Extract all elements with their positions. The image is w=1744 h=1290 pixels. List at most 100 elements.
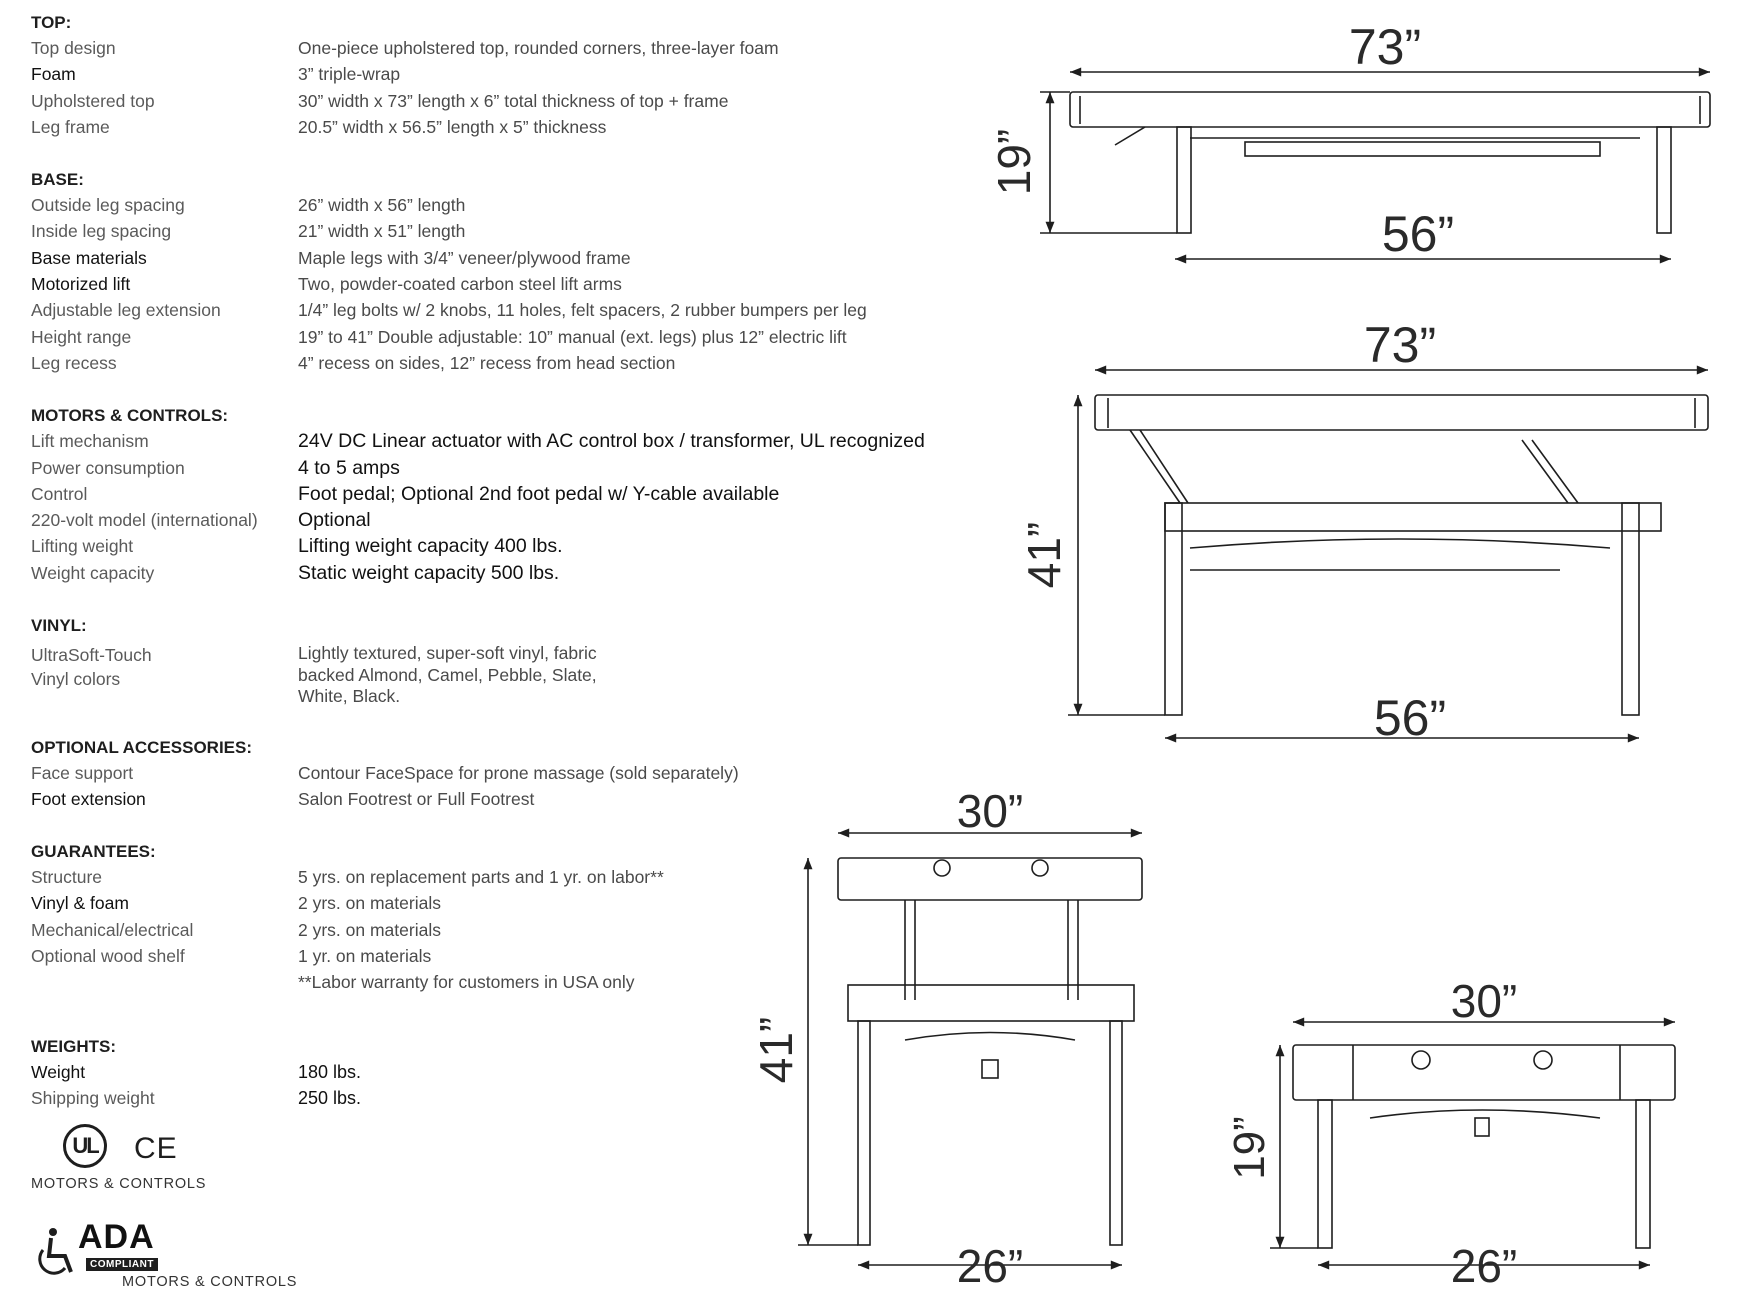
- spec-row: Vinyl & foam 2 yrs. on materials: [31, 890, 981, 916]
- ada-logo-text: ADA: [78, 1218, 155, 1256]
- spec-value-line: backed Almond, Camel, Pebble, Slate,: [298, 664, 597, 685]
- ul-logo: UL: [63, 1124, 107, 1168]
- spec-row: Structure 5 yrs. on replacement parts and…: [31, 864, 981, 890]
- spec-value: 2 yrs. on materials: [298, 893, 441, 914]
- spec-value: Optional: [298, 509, 371, 532]
- spec-label: Optional wood shelf: [31, 946, 185, 967]
- spec-row: Height range 19” to 41” Double adjustable…: [31, 324, 981, 350]
- side-view-low-drawing: [1040, 67, 1711, 264]
- spec-row: Power consumption 4 to 5 amps: [31, 455, 981, 481]
- spec-value: 30” width x 73” length x 6” total thickn…: [298, 90, 729, 111]
- spec-value: Two, powder-coated carbon steel lift arm…: [298, 274, 622, 295]
- spec-label: Foot extension: [31, 788, 146, 809]
- section-title: VINYL:: [31, 616, 87, 636]
- dimension-label-width: 30”: [1451, 975, 1517, 1027]
- spec-label: Leg recess: [31, 352, 117, 373]
- spec-value: Maple legs with 3/4” veneer/plywood fram…: [298, 247, 631, 268]
- spec-value: 3” triple-wrap: [298, 64, 401, 85]
- spec-label: UltraSoft-Touch: [31, 645, 152, 666]
- dimension-label-length: 73”: [1364, 317, 1436, 373]
- section-title: OPTIONAL ACCESSORIES:: [31, 737, 253, 757]
- dimension-label-width: 30”: [957, 785, 1023, 837]
- spec-value: Foot pedal; Optional 2nd foot pedal w/ Y…: [298, 482, 780, 505]
- spec-label: Inside leg spacing: [31, 221, 172, 242]
- spec-label: Height range: [31, 326, 132, 347]
- spec-label: Foam: [31, 64, 76, 85]
- spec-row: Foot extension Salon Footrest or Full Foo…: [31, 786, 981, 812]
- section-weights: WEIGHTS: Weight 180 lbs. Shipping weight 2…: [31, 1034, 981, 1112]
- spec-value-line: Lightly textured, super-soft vinyl, fabr…: [298, 643, 597, 664]
- dimension-label-leg-span: 56”: [1374, 690, 1446, 746]
- spec-row: Mechanical/electrical 2 yrs. on materials: [31, 917, 981, 943]
- ce-mark: CE: [134, 1132, 178, 1165]
- end-view-low-drawing: [1270, 1017, 1676, 1270]
- spec-row: 220-volt model (international) Optional: [31, 507, 981, 533]
- spec-row: Base materials Maple legs with 3/4” venee…: [31, 245, 981, 271]
- spec-label: Weight: [31, 1061, 86, 1082]
- spec-value: 19” to 41” Double adjustable: 10” manual…: [298, 326, 847, 347]
- spec-value: 4” recess on sides, 12” recess from head…: [298, 352, 676, 373]
- spec-row: Weight capacity Static weight capacity 50…: [31, 560, 981, 586]
- footnote: **Labor warranty for customers in USA on…: [298, 972, 635, 993]
- spec-value: 5 yrs. on replacement parts and 1 yr. on…: [298, 867, 664, 888]
- spec-value: Lightly textured, super-soft vinyl, fabr…: [298, 638, 628, 708]
- spec-value: 4 to 5 amps: [298, 456, 400, 479]
- section-title: TOP:: [31, 13, 72, 32]
- ada-compliant-label: COMPLIANT: [86, 1258, 158, 1271]
- spec-row: Inside leg spacing 21” width x 51” length: [31, 218, 981, 244]
- spec-label: Lift mechanism: [31, 431, 149, 452]
- spec-row: Leg recess 4” recess on sides, 12” recess…: [31, 350, 981, 376]
- dimension-label-height: 41”: [750, 1017, 802, 1083]
- spec-label: Weight capacity: [31, 562, 155, 583]
- section-title: GUARANTEES:: [31, 842, 156, 862]
- spec-row: Motorized lift Two, powder-coated carbon …: [31, 271, 981, 297]
- spec-label: Leg frame: [31, 116, 110, 137]
- spec-label: Structure: [31, 867, 102, 888]
- dimension-label-length: 73”: [1349, 19, 1421, 75]
- spec-value: 250 lbs.: [298, 1087, 362, 1108]
- section-title: WEIGHTS:: [31, 1036, 116, 1056]
- spec-row: Shipping weight 250 lbs.: [31, 1085, 981, 1111]
- section-title: MOTORS & CONTROLS:: [31, 406, 229, 426]
- spec-value: 2 yrs. on materials: [298, 919, 441, 940]
- spec-row: Foam 3” triple-wrap: [31, 61, 981, 87]
- spec-value-line: White, Black.: [298, 686, 401, 707]
- spec-value: 180 lbs.: [298, 1061, 362, 1082]
- spec-label: 220-volt model (international): [31, 510, 258, 531]
- spec-label: Mechanical/electrical: [31, 919, 194, 940]
- section-guarantees: GUARANTEES: Structure 5 yrs. on replaceme…: [31, 839, 981, 995]
- spec-label: Upholstered top: [31, 90, 155, 111]
- dimension-label-height: 41”: [1018, 522, 1070, 588]
- spec-value: Salon Footrest or Full Footrest: [298, 788, 535, 809]
- dimension-label-height: 19”: [1225, 1116, 1274, 1180]
- spec-label: Shipping weight: [31, 1087, 155, 1108]
- spec-value: Lifting weight capacity 400 lbs.: [298, 535, 563, 558]
- spec-value: 26” width x 56” length: [298, 195, 466, 216]
- spec-value: 21” width x 51” length: [298, 221, 466, 242]
- spec-label: Power consumption: [31, 457, 185, 478]
- spec-label: Motorized lift: [31, 274, 131, 295]
- spec-row: UltraSoft-Touch Vinyl colors Lightly tex…: [31, 638, 981, 708]
- section-vinyl: VINYL: UltraSoft-Touch Vinyl colors Ligh…: [31, 613, 981, 708]
- spec-label: Base materials: [31, 247, 147, 268]
- dimension-label-leg-span: 56”: [1382, 206, 1454, 262]
- spec-label: Vinyl & foam: [31, 893, 129, 914]
- spec-row: **Labor warranty for customers in USA on…: [31, 969, 981, 995]
- spec-value: Static weight capacity 500 lbs.: [298, 561, 560, 584]
- spec-value: One-piece upholstered top, rounded corne…: [298, 38, 779, 58]
- dimension-label-height: 19”: [988, 129, 1040, 195]
- spec-label: Vinyl colors: [31, 669, 121, 690]
